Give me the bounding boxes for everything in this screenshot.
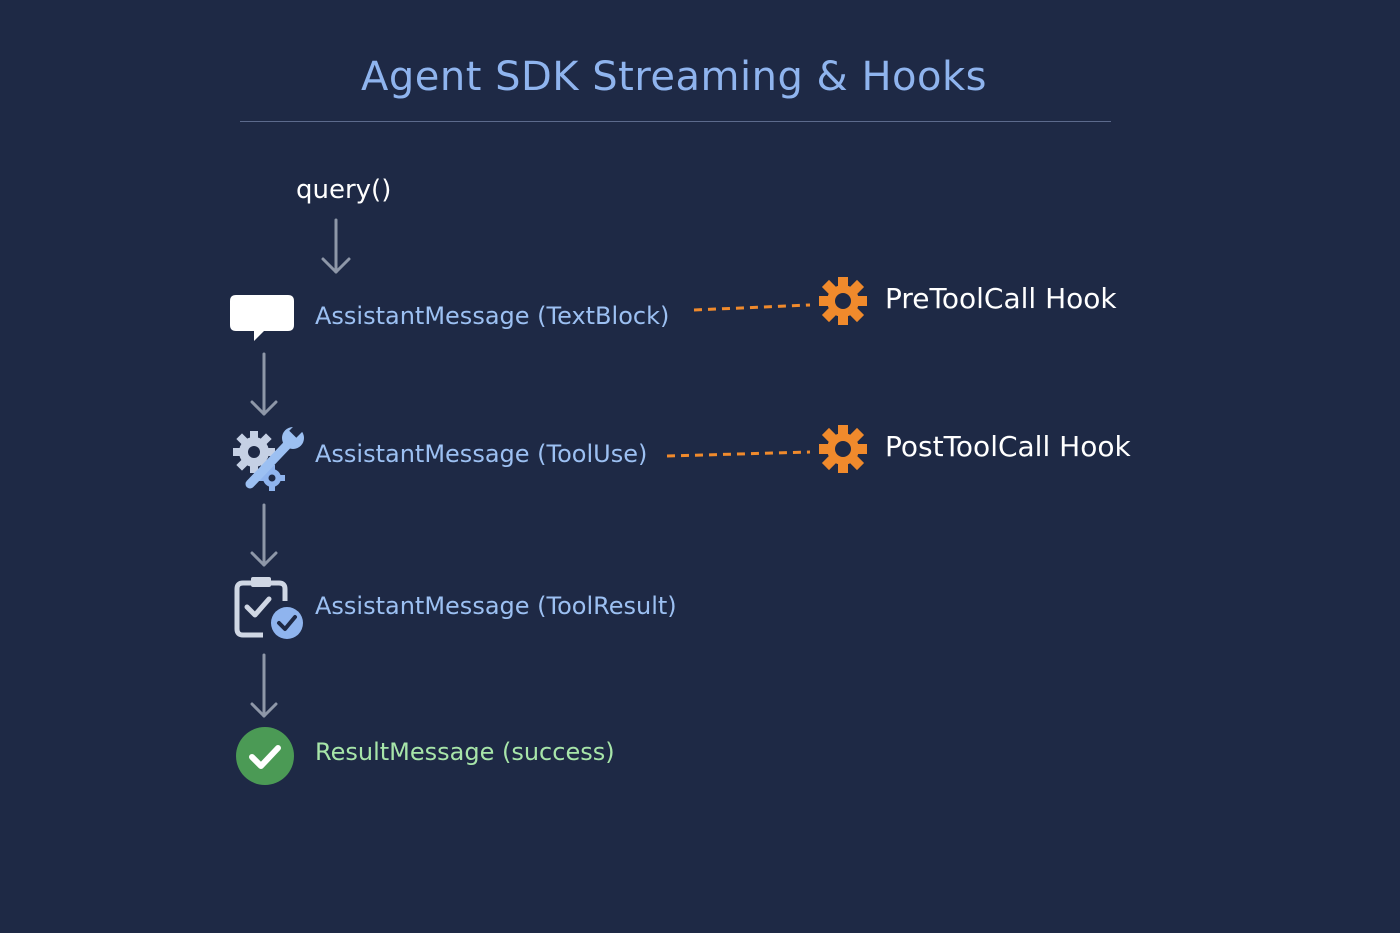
flow-step-toolresult: AssistantMessage (ToolResult) (315, 592, 677, 620)
flow-step-result: ResultMessage (success) (315, 738, 615, 766)
success-check-icon (236, 727, 294, 785)
title-divider (240, 121, 1111, 122)
hook-connector-post (666, 450, 811, 458)
flow-arrow-2 (250, 503, 278, 567)
flow-step-textblock: AssistantMessage (TextBlock) (315, 302, 670, 330)
flow-arrow-1 (250, 352, 278, 416)
post-hook-gear-icon (819, 425, 867, 473)
diagram-title: Agent SDK Streaming & Hooks (361, 54, 987, 100)
flow-arrow-3 (250, 653, 278, 718)
flow-step-tooluse: AssistantMessage (ToolUse) (315, 440, 648, 468)
hook-connector-pre (693, 303, 811, 312)
post-tool-call-hook-label: PostToolCall Hook (885, 430, 1131, 463)
gear-wrench-icon (233, 426, 305, 491)
query-start-label: query() (296, 175, 392, 205)
pre-tool-call-hook-label: PreToolCall Hook (885, 282, 1117, 315)
pre-hook-gear-icon (819, 277, 867, 325)
chat-bubble-icon (230, 295, 294, 341)
flow-arrow-start (321, 218, 351, 274)
clipboard-check-icon (234, 577, 303, 639)
